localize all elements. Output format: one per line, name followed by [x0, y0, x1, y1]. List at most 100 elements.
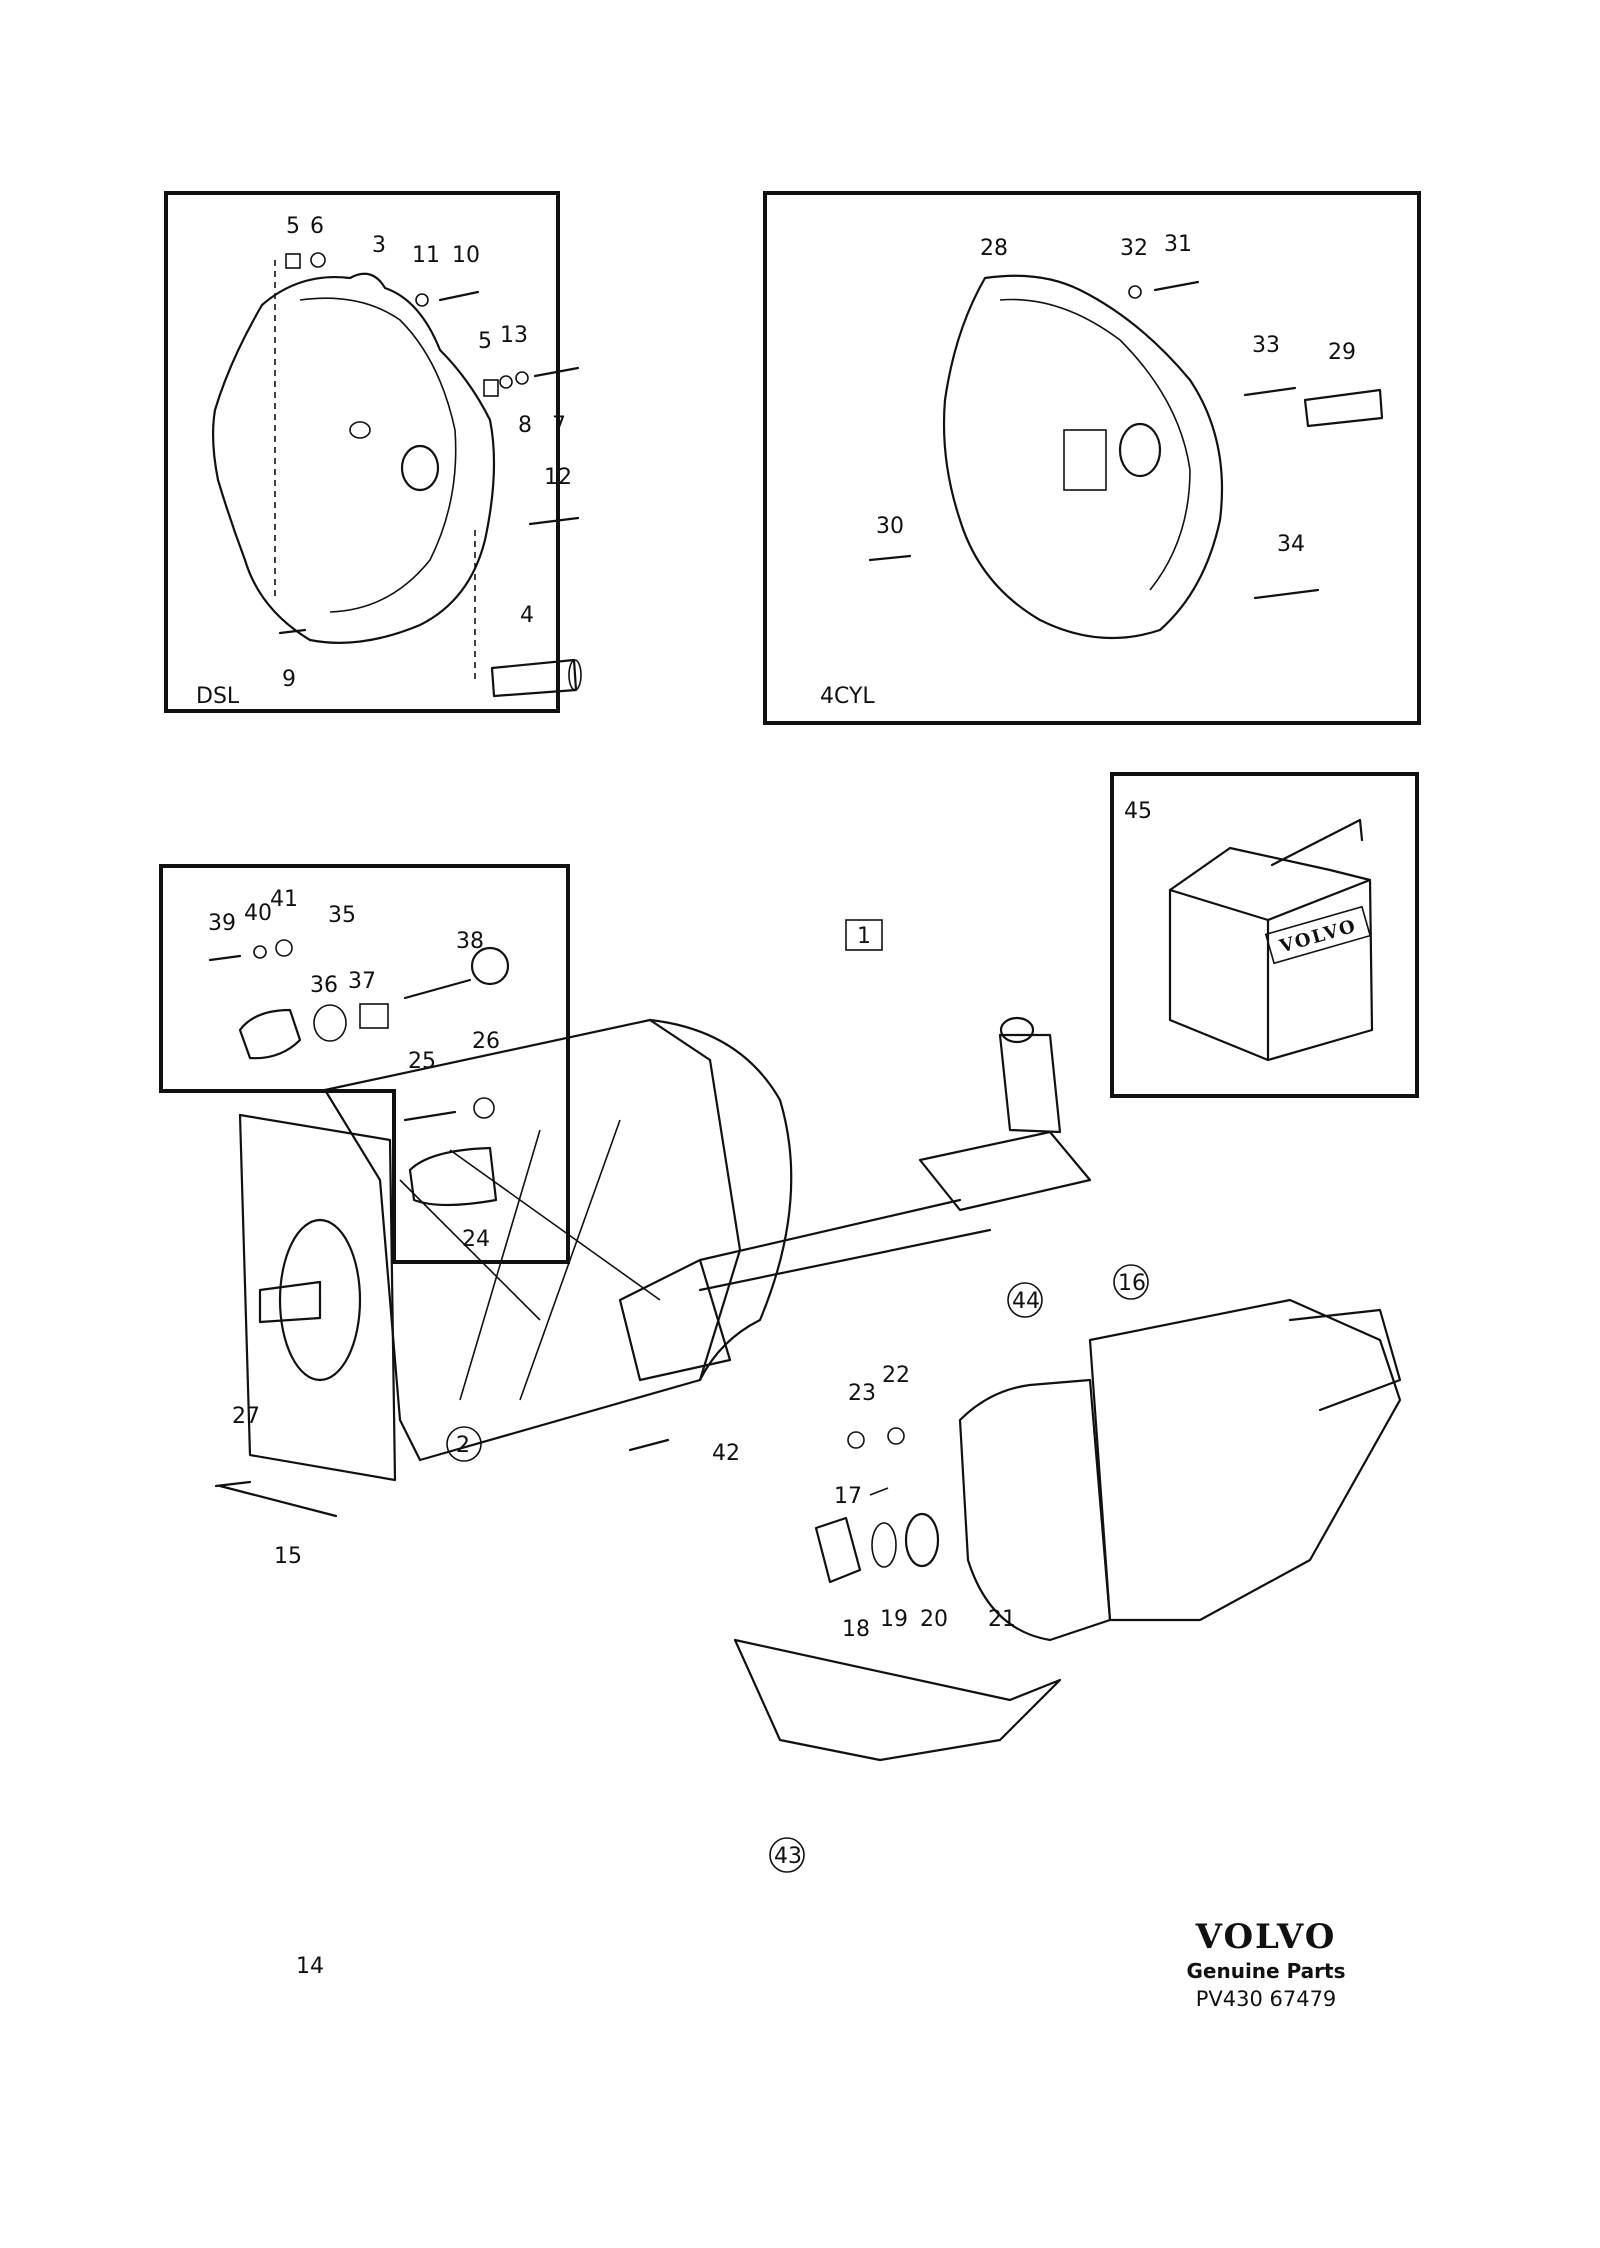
main-assembly: 1	[214, 919, 1402, 1979]
speedo-callout-26: 26	[472, 1029, 500, 1054]
bearing-20	[904, 1512, 940, 1568]
dsl-clutch-housing-panel: DSL 5 6 3 11 10 5 13 8 7 12 4 9	[164, 191, 582, 713]
speedo-sleeve-24	[408, 1146, 498, 1207]
kit-box-panel: 45 VOLVO	[1110, 772, 1419, 1098]
cyl-bolt-30	[868, 554, 912, 562]
callout-44-circle	[1007, 1282, 1043, 1318]
main-callout-43: 43	[774, 1844, 802, 1869]
nut-23	[847, 1431, 865, 1449]
dsl-callout-4: 4	[520, 603, 534, 628]
gear-linkage-bracket	[618, 1258, 732, 1382]
dsl-plug-5	[285, 253, 301, 269]
speedo-gear-shaft-38	[403, 978, 472, 1000]
cyl-washer-32	[1128, 285, 1142, 299]
dsl-bolt-7	[533, 366, 580, 378]
dsl-callout-6: 6	[310, 214, 324, 239]
dsl-bolt-12	[528, 516, 580, 526]
main-callout-23: 23	[848, 1381, 876, 1406]
gear-linkage-rod-b	[698, 1228, 992, 1292]
speedo-bolt-39	[208, 954, 242, 962]
cyl-callout-30: 30	[876, 514, 904, 539]
ring-19	[871, 1522, 897, 1568]
dsl-washer-13	[499, 375, 513, 389]
speedo-callout-41: 41	[270, 887, 298, 912]
speedo-washer-41	[275, 939, 293, 957]
main-callout-18: 18	[842, 1617, 870, 1642]
speedo-callout-36: 36	[310, 973, 338, 998]
dsl-panel-title: DSL	[196, 684, 240, 709]
speedo-washer-40	[253, 945, 267, 959]
main-callout-44: 44	[1012, 1289, 1040, 1314]
kit-box-lid	[1168, 846, 1372, 892]
kit-callout-45: 45	[1124, 799, 1152, 824]
dsl-housing-boss	[349, 421, 371, 439]
main-callout-14: 14	[296, 1954, 324, 1979]
dsl-callout-8: 8	[518, 413, 532, 438]
main-callout-17: 17	[834, 1484, 862, 1509]
callout-43-circle	[769, 1837, 805, 1873]
kit-box-flap	[1270, 818, 1364, 867]
section-1-box	[845, 919, 883, 951]
callout-16-circle	[1113, 1264, 1149, 1300]
dsl-callout-5: 5	[286, 214, 300, 239]
kit-box-body	[1168, 878, 1374, 1062]
main-callout-20: 20	[920, 1607, 948, 1632]
speedo-callout-39: 39	[208, 911, 236, 936]
key-17	[869, 1487, 889, 1496]
cyl-callout-31: 31	[1164, 232, 1192, 257]
adapter-plate-21	[958, 1378, 1112, 1642]
speedo-callout-24: 24	[462, 1227, 490, 1252]
main-callout-19: 19	[880, 1607, 908, 1632]
mounting-bracket-43	[733, 1638, 1062, 1762]
dsl-callout-3: 3	[372, 233, 386, 258]
main-callout-15: 15	[274, 1544, 302, 1569]
cyl-bolt-34	[1253, 588, 1320, 600]
dsl-housing-flange	[299, 297, 457, 613]
dsl-callout-7: 7	[552, 413, 566, 438]
main-callout-21: 21	[988, 1607, 1016, 1632]
cyl-housing-flange	[999, 298, 1191, 591]
cyl-callout-28: 28	[980, 236, 1008, 261]
cyl-bolt-33	[1243, 386, 1297, 397]
dsl-housing-bore	[400, 444, 440, 492]
cyl-panel-title: 4CYL	[820, 684, 875, 709]
cyl-bolt-31	[1153, 280, 1200, 292]
cyl-clutch-housing-panel: 4CYL 28 32 31 33 29 30 34	[763, 191, 1421, 725]
cyl-callout-32: 32	[1120, 236, 1148, 261]
cyl-callout-34: 34	[1277, 532, 1305, 557]
gearbox-front-bore	[278, 1218, 362, 1382]
seal-18	[814, 1516, 862, 1584]
dsl-housing-outline	[212, 272, 496, 644]
cyl-bushing-29	[1303, 388, 1384, 428]
dsl-callout-9: 9	[282, 667, 296, 692]
speedo-washer-26	[473, 1097, 495, 1119]
speedo-bolt-25	[403, 1110, 457, 1122]
dsl-washer-6	[310, 252, 326, 268]
dsl-callout-11: 11	[412, 243, 440, 268]
dsl-plug-5b	[483, 379, 499, 397]
section-1-label: 1	[857, 924, 871, 949]
sensor-27-leader	[218, 1484, 338, 1518]
dsl-panel-frame	[164, 191, 560, 713]
cyl-callout-33: 33	[1252, 333, 1280, 358]
kit-panel-frame	[1110, 772, 1419, 1098]
gear-lever-shaft	[998, 1033, 1062, 1134]
footer-code: PV430 67479	[1196, 1987, 1337, 2011]
speedo-callout-38: 38	[456, 929, 484, 954]
main-callout-16: 16	[1118, 1271, 1146, 1296]
gearbox-case	[323, 1018, 742, 1462]
input-shaft	[258, 1280, 322, 1324]
washer-22	[887, 1427, 905, 1445]
gear-lever-base	[918, 1130, 1092, 1212]
footer-brand: VOLVO	[1195, 1917, 1337, 1957]
gear-lever-knob	[999, 1016, 1035, 1044]
cyl-housing-bore	[1118, 422, 1162, 478]
speedo-callout-40: 40	[244, 901, 272, 926]
dsl-callout-10: 10	[452, 243, 480, 268]
speedo-panel-frame	[159, 864, 570, 1264]
dsl-callout-12: 12	[544, 465, 572, 490]
overdrive-housing-16	[1088, 1298, 1402, 1622]
dsl-callout-13: 13	[500, 323, 528, 348]
speedo-callout-35: 35	[328, 903, 356, 928]
